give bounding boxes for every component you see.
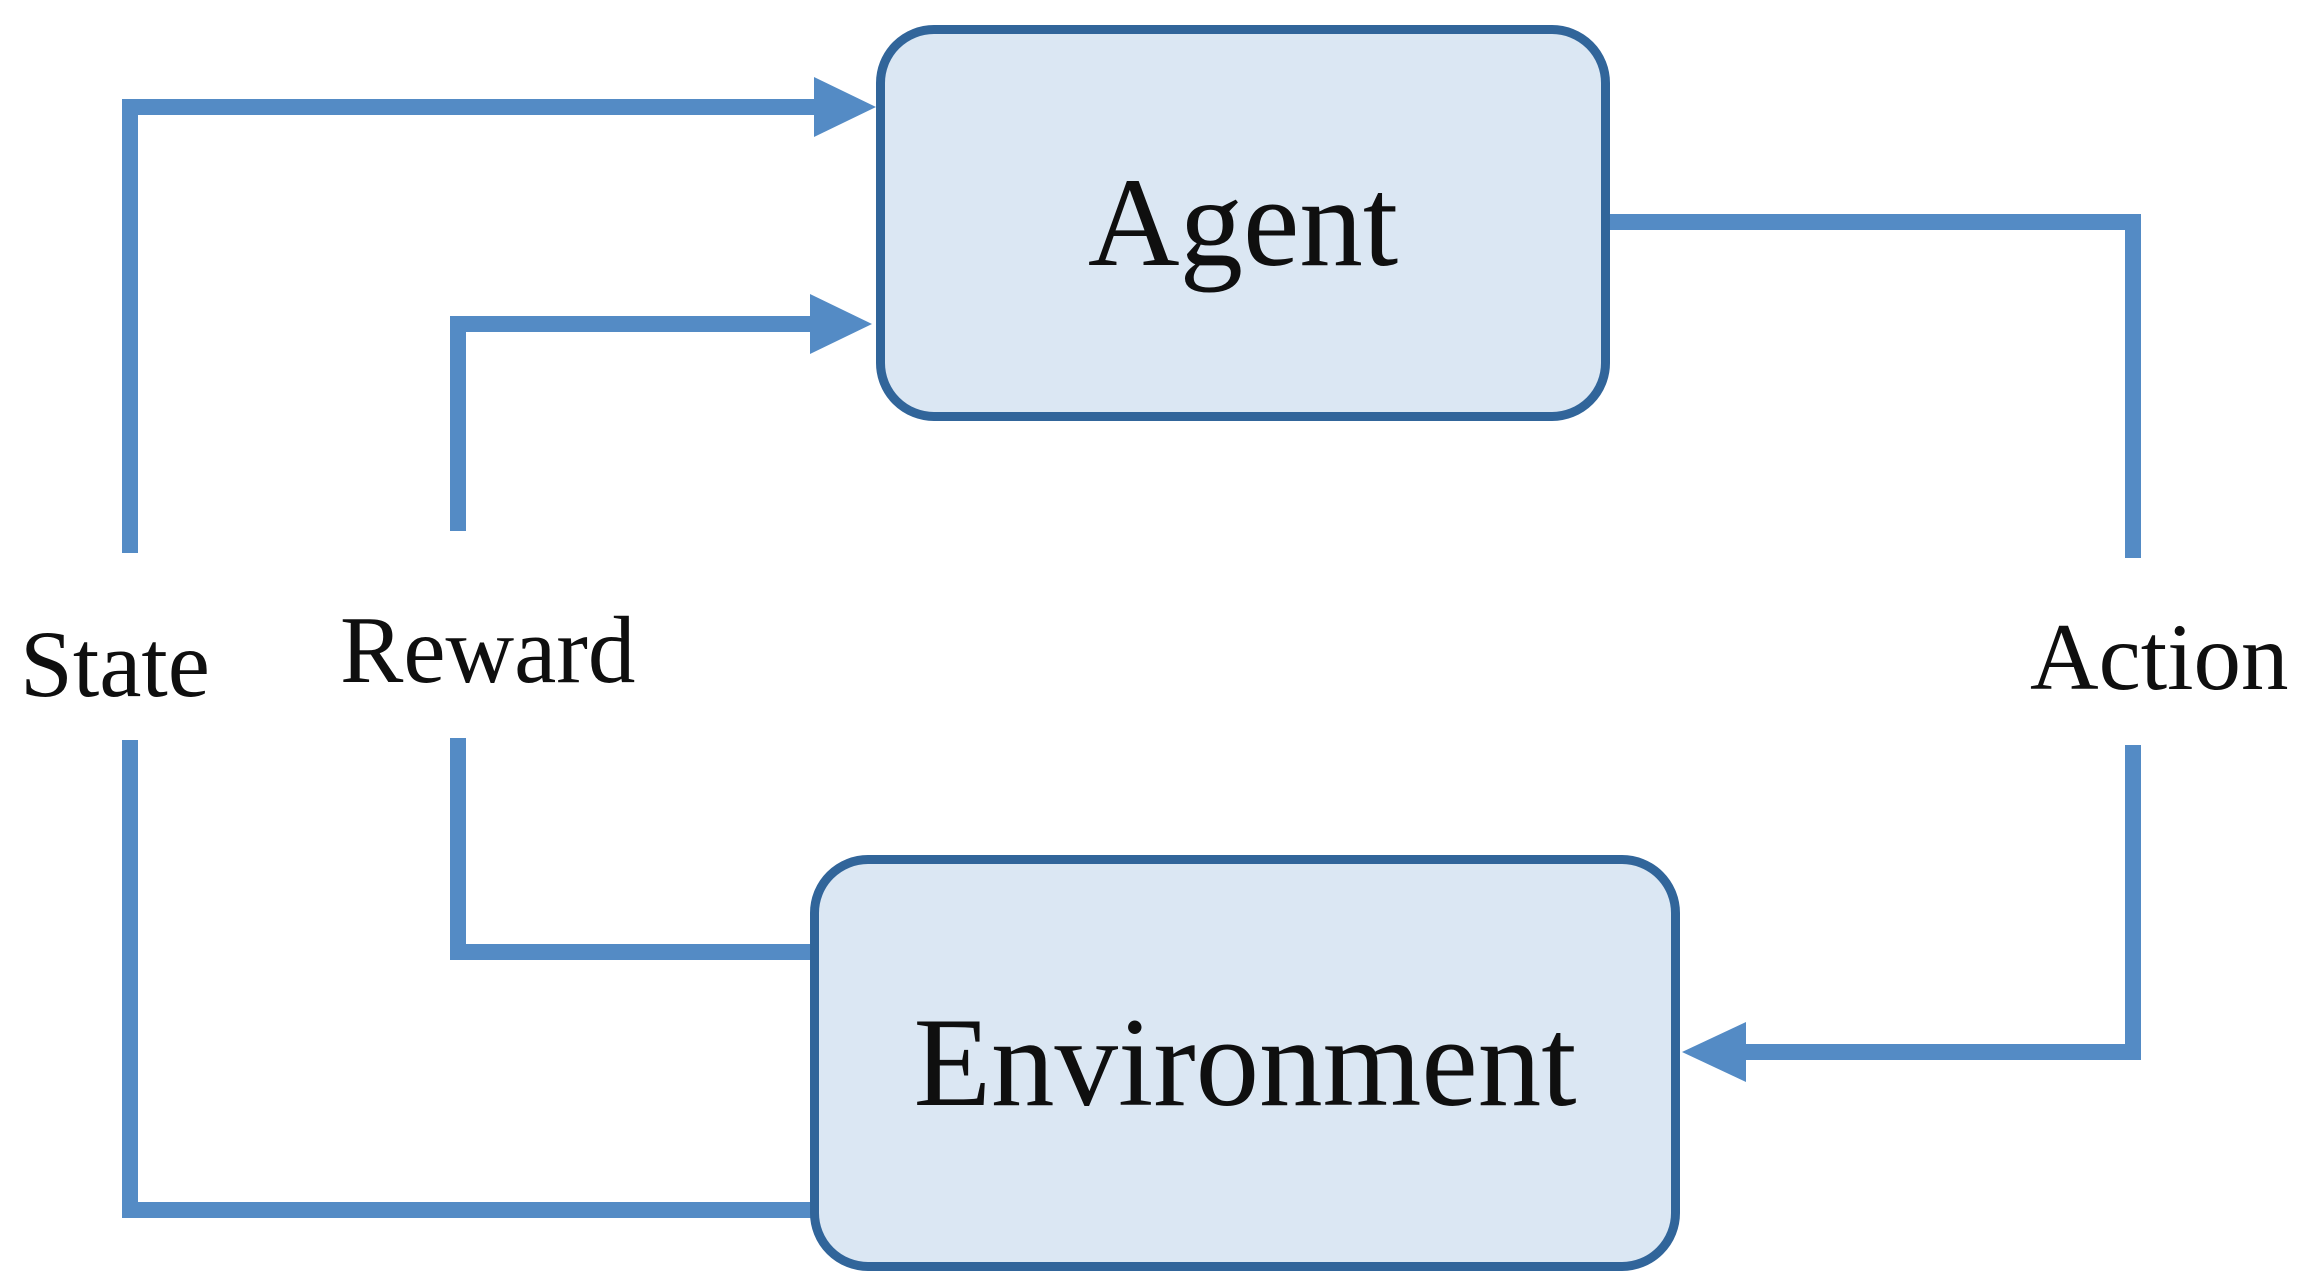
agent-node-label: Agent <box>1087 152 1399 293</box>
action-connector-upper-vertical <box>2125 214 2141 558</box>
environment-node-label: Environment <box>913 992 1577 1133</box>
reward-connector-bottom-segment <box>450 944 830 960</box>
action-connector-bottom-segment <box>1746 1044 2141 1060</box>
action-connector-lower-vertical <box>2125 745 2141 1060</box>
reward-connector-lower-vertical <box>450 738 466 960</box>
state-connector-bottom-segment <box>122 1202 830 1218</box>
state-connector-upper-vertical <box>122 99 138 553</box>
environment-node: Environment <box>810 855 1680 1271</box>
state-arrowhead <box>814 77 876 137</box>
reward-edge-label: Reward <box>340 597 636 703</box>
action-arrowhead <box>1682 1022 1746 1082</box>
state-connector-top-segment <box>122 99 816 115</box>
reward-arrowhead <box>810 294 872 354</box>
reward-connector-top-segment <box>450 316 812 332</box>
action-edge-label: Action <box>2030 604 2289 710</box>
state-edge-label: State <box>20 611 210 717</box>
action-connector-top-segment <box>1600 214 2141 230</box>
agent-node: Agent <box>876 25 1610 421</box>
reward-connector-upper-vertical <box>450 316 466 531</box>
state-connector-lower-vertical <box>122 740 138 1218</box>
